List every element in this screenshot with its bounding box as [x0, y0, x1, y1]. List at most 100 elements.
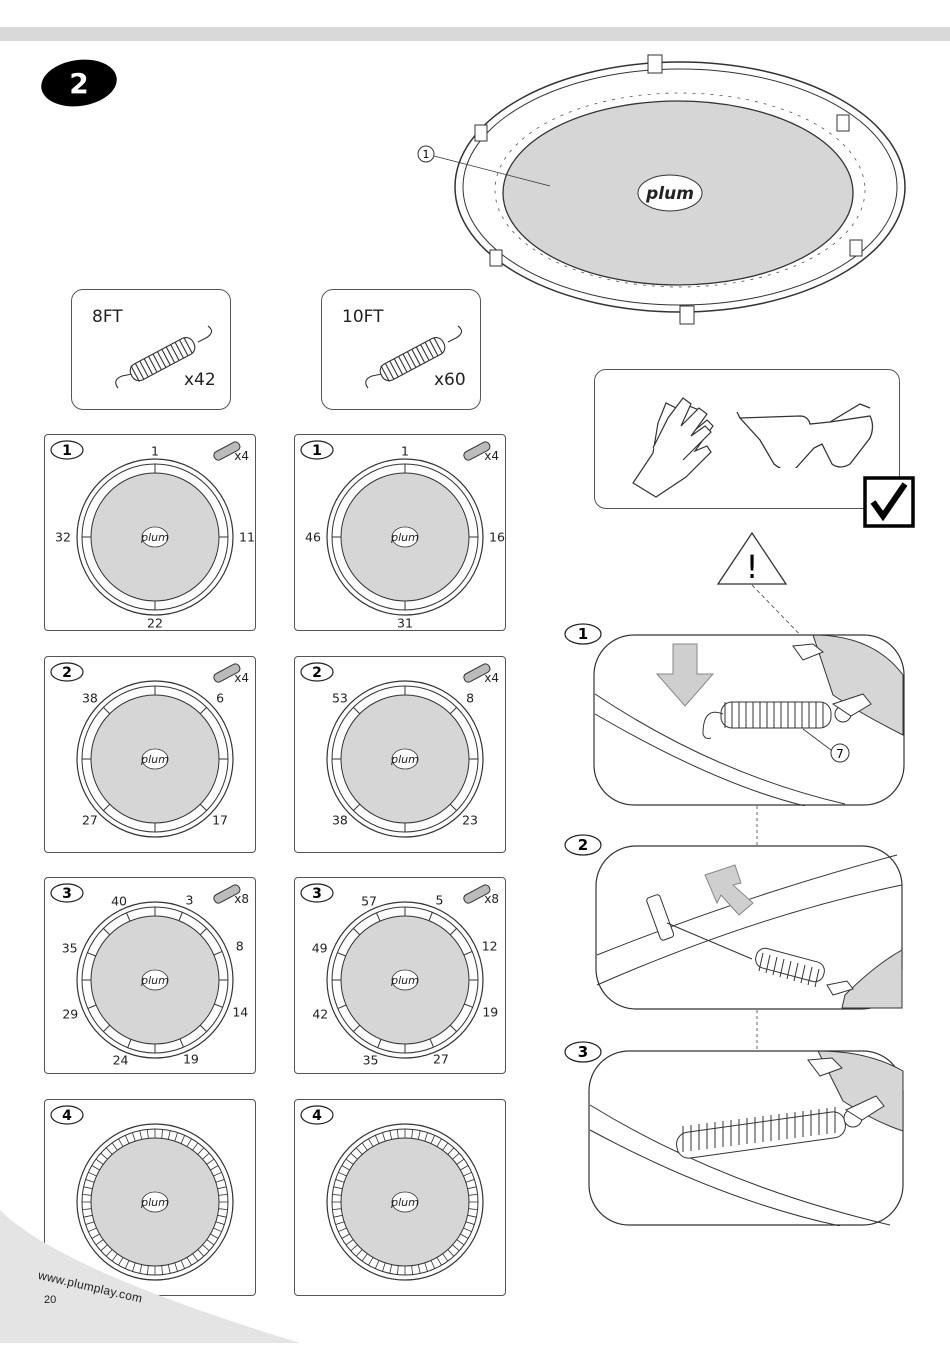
- logo-text: plum: [140, 974, 169, 987]
- spring-position-number: 53: [331, 690, 348, 706]
- panel-step-badge: 2: [299, 661, 335, 683]
- trampoline-diagram: plum: [326, 901, 484, 1059]
- spring-position-number: 38: [81, 690, 98, 706]
- spring-count-label: x4: [234, 449, 249, 463]
- size-label: 10FT: [342, 307, 384, 327]
- spring-icon: [365, 325, 463, 389]
- panel-step-number: 1: [312, 443, 322, 459]
- logo-text: plum: [140, 1196, 169, 1209]
- detail-image-2: [595, 845, 903, 1010]
- spring-position-number: 19: [482, 1004, 499, 1020]
- mini-spring-icon: [457, 880, 499, 906]
- spring-position-number: 49: [311, 940, 328, 956]
- panel-step-badge: 2: [49, 661, 85, 683]
- spring-count-label: x4: [234, 671, 249, 685]
- spring-count-label: x4: [484, 671, 499, 685]
- mini-spring-icon: [457, 659, 499, 685]
- spring-count-label: x8: [484, 892, 499, 906]
- panel-step-badge: 3: [299, 882, 335, 904]
- spring-position-number: 27: [432, 1051, 449, 1067]
- spring-position-number: 3: [185, 892, 194, 908]
- logo-text: plum: [390, 753, 419, 766]
- mini-spring-icon: [207, 659, 249, 685]
- spring-position-number: 35: [362, 1052, 379, 1068]
- gloves-icon: [632, 397, 714, 498]
- panel-step-badge: 3: [49, 882, 85, 904]
- spring-position-number: 12: [481, 938, 498, 954]
- trampoline-diagram: plum: [76, 901, 234, 1059]
- spring-count-label: x4: [484, 449, 499, 463]
- spring-position-number: 27: [81, 812, 98, 828]
- logo-text: plum: [140, 753, 169, 766]
- spring-position-number: 8: [466, 690, 475, 706]
- trampoline-illustration: 1 plum: [410, 50, 940, 330]
- spring-position-number: 35: [61, 940, 78, 956]
- spring-position-number: 29: [62, 1006, 79, 1022]
- spring-position-number: 1: [401, 443, 409, 459]
- detail-step-number: 3: [578, 1043, 588, 1061]
- panel-step-number: 3: [62, 886, 72, 902]
- spring-count-8ft: 8FT x42: [71, 289, 231, 410]
- safety-glasses-icon: [736, 403, 874, 468]
- detail-image-1: 7: [593, 634, 905, 807]
- spring-position-number: 5: [435, 892, 444, 908]
- panel-step-badge: 1: [49, 439, 85, 461]
- detail-step-badge-2: 2: [563, 833, 603, 857]
- mini-spring-icon: [207, 437, 249, 463]
- spring-position-number: 57: [361, 893, 377, 909]
- warning-icon: !: [716, 531, 788, 586]
- spring-panel-right-1: plum 1 x4 1 16 31 46: [294, 434, 506, 631]
- warning-symbol: !: [746, 548, 759, 586]
- detail-step-badge-1: 1: [563, 622, 603, 646]
- spring-position-number: 19: [182, 1051, 199, 1067]
- panel-step-number: 2: [62, 665, 72, 681]
- spring-position-number: 23: [462, 812, 478, 828]
- panel-step-number: 4: [62, 1108, 72, 1124]
- spring-position-number: 16: [489, 529, 505, 545]
- spring-panel-left-4: plum 4: [44, 1099, 256, 1296]
- logo-text: plum: [390, 531, 419, 544]
- safety-equipment-box: [594, 369, 900, 509]
- spring-position-number: 14: [232, 1004, 249, 1020]
- spring-position-number: 6: [216, 690, 225, 706]
- spring-position-number: 40: [111, 893, 127, 909]
- trampoline-diagram: plum: [326, 680, 484, 838]
- trampoline-diagram: plum: [76, 680, 234, 838]
- spring-position-number: 46: [305, 529, 321, 545]
- trampoline-diagram: plum: [76, 1123, 234, 1281]
- spring-count-label: x8: [234, 892, 249, 906]
- connector-line: [756, 806, 758, 846]
- panel-step-badge: 4: [299, 1104, 335, 1126]
- connector-line: [756, 1010, 758, 1052]
- spring-position-number: 42: [312, 1006, 329, 1022]
- spring-position-number: 31: [397, 615, 413, 631]
- logo-text: plum: [390, 974, 419, 987]
- spring-position-number: 24: [112, 1052, 129, 1068]
- trampoline-diagram: plum: [326, 458, 484, 616]
- trampoline-diagram: plum: [76, 458, 234, 616]
- detail-image-3: [588, 1050, 904, 1227]
- panel-step-badge: 4: [49, 1104, 85, 1126]
- spring-panel-right-3: plum 3 x8 5 12 19 27 35 42 49 57: [294, 877, 506, 1074]
- main-callout: 1: [423, 148, 430, 161]
- detail-callout: 7: [836, 747, 844, 761]
- checkmark-icon: [863, 476, 915, 528]
- spring-panel-left-3: plum 3 x8 3 8 14 19 24 29 35 40: [44, 877, 256, 1074]
- size-label: 8FT: [92, 307, 123, 327]
- spring-position-number: 11: [239, 529, 255, 545]
- quantity-label: x42: [184, 370, 216, 390]
- trampoline-diagram: plum: [326, 1123, 484, 1281]
- spring-position-number: 1: [151, 443, 159, 459]
- main-logo: plum: [645, 184, 694, 204]
- panel-step-badge: 1: [299, 439, 335, 461]
- spring-icon: [115, 325, 213, 389]
- spring-position-number: 8: [235, 938, 244, 954]
- step-badge: 2: [40, 58, 118, 108]
- page-number: 20: [44, 1294, 57, 1306]
- panel-step-number: 2: [312, 665, 322, 681]
- spring-position-number: 38: [331, 812, 348, 828]
- detail-step-number: 1: [578, 625, 588, 643]
- detail-step-number: 2: [578, 836, 588, 854]
